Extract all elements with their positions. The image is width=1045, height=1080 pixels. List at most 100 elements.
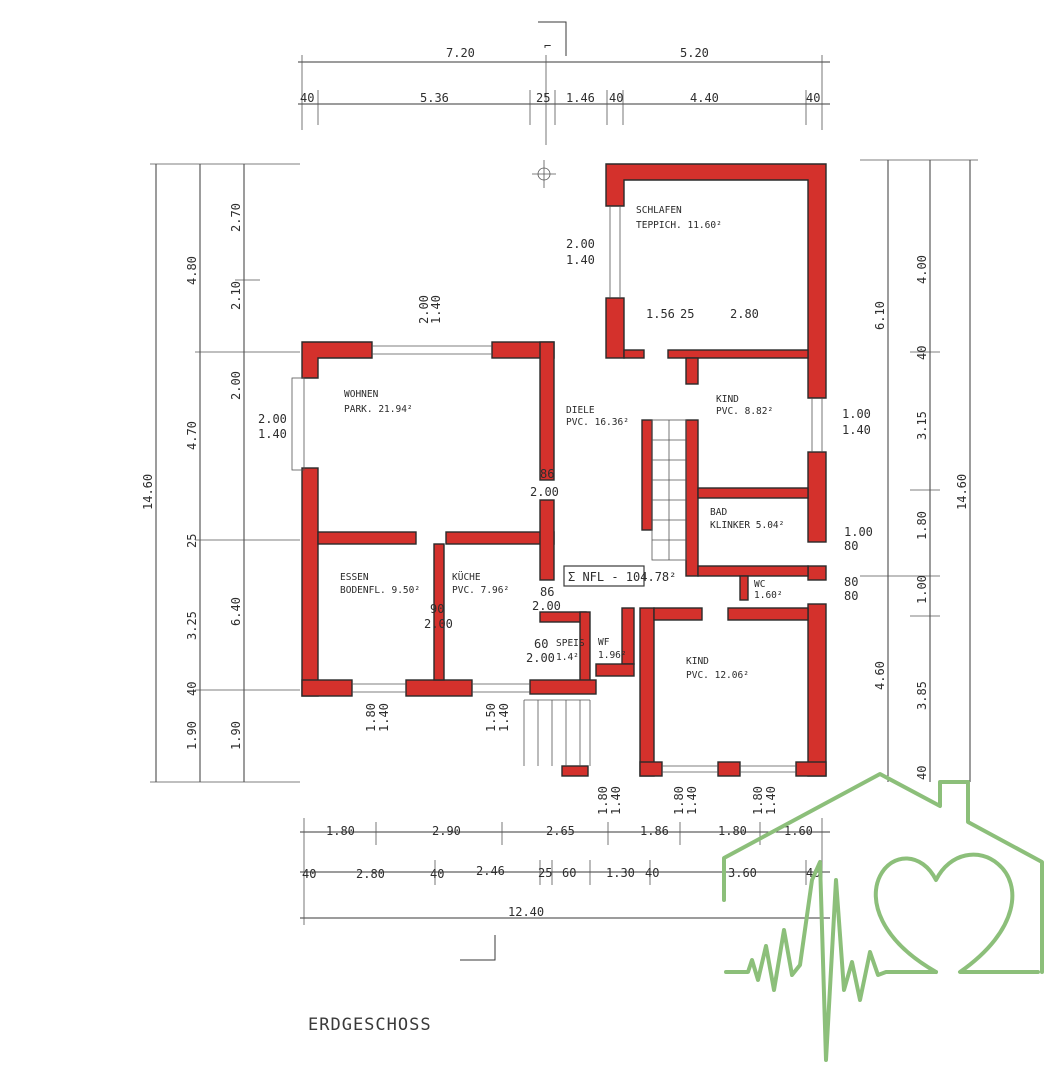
dim-label: 40: [915, 346, 929, 360]
house-heart-logo-icon: [722, 772, 1044, 1062]
dim-label: 1.90: [229, 721, 243, 750]
dim-label: 2.00: [229, 371, 243, 400]
dim-label: 40: [645, 866, 659, 880]
opening-label: 2.00: [530, 485, 559, 499]
room-area: PVC. 8.82²: [716, 406, 773, 417]
room-name: WC: [754, 579, 765, 590]
total-area-box: [563, 565, 645, 587]
opening-label: 1.40: [842, 423, 871, 437]
opening-annotations: 2.00 1.40 2.00 1.40 2.00 1.40 86 2.00 90…: [258, 237, 873, 815]
opening-label: 1.40: [609, 786, 623, 815]
opening-label: 1.40: [566, 253, 595, 267]
dim-label: 4.60: [873, 661, 887, 690]
dim-label: 2.46: [476, 864, 505, 878]
north-arrow-icon: ⌐: [538, 21, 567, 56]
opening-label: 1.40: [377, 703, 391, 732]
dim-label: 1.46: [566, 91, 595, 105]
dim-label: 6.10: [873, 301, 887, 330]
svg-text:⌐: ⌐: [544, 39, 551, 53]
dim-label: 25: [185, 534, 199, 548]
dim-label: 1.30: [606, 866, 635, 880]
dim-label: 5.20: [680, 46, 709, 60]
compass-marker-icon: [532, 160, 556, 188]
dim-label: 2.70: [229, 203, 243, 232]
plan-title: ERDGESCHOSS: [308, 1015, 432, 1035]
dim-label: 3.15: [915, 411, 929, 440]
room-area: 1.4²: [556, 652, 579, 663]
dim-label: 5.36: [420, 91, 449, 105]
room-area: 1.60²: [754, 590, 783, 601]
opening-label: 1.56: [646, 307, 675, 321]
opening-label: 90: [430, 602, 444, 616]
total-area-label: Σ NFL - 104.78²: [568, 570, 676, 584]
dim-label: 2.10: [229, 281, 243, 310]
room-name: KIND: [686, 656, 709, 667]
opening-label: 1.40: [685, 786, 699, 815]
dim-label: 40: [185, 682, 199, 696]
opening-label: 1.40: [497, 703, 511, 732]
dim-label: 40: [430, 867, 444, 881]
dim-label: 14.60: [955, 474, 969, 510]
opening-label: 2.00: [417, 295, 431, 324]
dim-label: 1.60: [784, 824, 813, 838]
room-labels: SCHLAFEN TEPPICH. 11.60² WOHNEN PARK. 21…: [340, 205, 784, 681]
opening-label: 1.80: [672, 786, 686, 815]
room-name: SPEIS: [556, 638, 585, 649]
dim-label: 1.80: [326, 824, 355, 838]
staircase: [523, 419, 687, 766]
room-name: WF: [598, 637, 610, 648]
dim-label: 40: [609, 91, 623, 105]
dim-label: 4.80: [185, 256, 199, 285]
opening-label: 2.00: [566, 237, 595, 251]
room-area: BODENFL. 9.50²: [340, 585, 420, 596]
dim-label: 7.20: [446, 46, 475, 60]
dim-label: 2.65: [546, 824, 575, 838]
dimension-text-left: 14.60 4.80 4.70 6.40 1.90 2.70 2.10 2.00…: [141, 203, 243, 750]
opening-label: 1.80: [364, 703, 378, 732]
dim-label: 3.60: [728, 866, 757, 880]
dimension-lines-left: [150, 163, 300, 783]
opening-label: 1.40: [429, 295, 443, 324]
dimension-lines-bottom: [300, 818, 830, 925]
opening-label: 2.80: [730, 307, 759, 321]
dim-label: 1.80: [915, 511, 929, 540]
room-name: SCHLAFEN: [636, 205, 682, 216]
dim-label: 3.85: [915, 681, 929, 710]
dim-label: 60: [562, 866, 576, 880]
room-area: TEPPICH. 11.60²: [636, 220, 722, 231]
opening-label: 1.00: [842, 407, 871, 421]
opening-label: 86: [540, 585, 554, 599]
room-name: WOHNEN: [344, 389, 379, 400]
opening-label: 80: [844, 539, 858, 553]
dim-label: 4.40: [690, 91, 719, 105]
opening-label: 2.00: [532, 599, 561, 613]
dimension-lines-right: [860, 159, 978, 782]
room-name: ESSEN: [340, 572, 369, 583]
dim-label: 40: [300, 91, 314, 105]
dimension-lines-top: [298, 55, 830, 145]
dim-label: 4.70: [185, 421, 199, 450]
opening-label: 2.00: [424, 617, 453, 631]
opening-label: 60: [534, 637, 548, 651]
room-area: PVC. 12.06²: [686, 670, 749, 681]
room-name: BAD: [710, 507, 727, 518]
dim-label: 40: [302, 867, 316, 881]
room-name: DIELE: [566, 405, 595, 416]
dim-label: 40: [915, 766, 929, 780]
opening-label: 1.50: [484, 703, 498, 732]
dim-label: 1.80: [718, 824, 747, 838]
dim-label: 2.90: [432, 824, 461, 838]
dimension-text-top: 7.20 5.20 40 5.36 25 1.46 40 4.40 40: [300, 46, 820, 105]
dim-label: 1.90: [185, 721, 199, 750]
dim-label: 1.86: [640, 824, 669, 838]
dim-label: 25: [538, 866, 552, 880]
opening-label: 1.80: [596, 786, 610, 815]
opening-label: 1.80: [751, 786, 765, 815]
opening-label: 1.00: [844, 525, 873, 539]
dimension-text-bottom: 1.80 2.90 2.65 1.86 1.80 1.60 40 2.80 40…: [302, 824, 820, 919]
dim-label: 40: [806, 91, 820, 105]
room-area: 1.96²: [598, 650, 627, 661]
dimension-text-right: 14.60 6.10 4.60 4.00 40 3.15 1.80 1.00 3…: [873, 255, 969, 780]
